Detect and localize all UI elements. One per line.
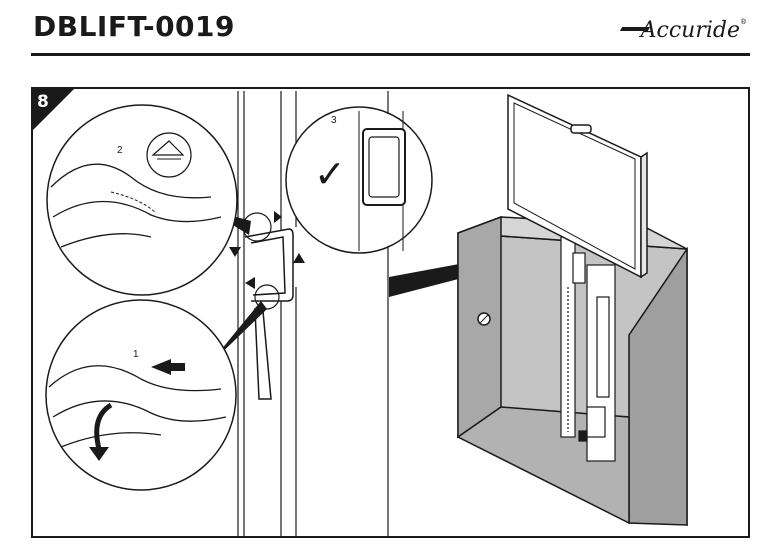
arrow-push-icon [151,359,185,375]
detail-view-1: 1 [45,299,237,491]
camera-icon [570,124,592,134]
callout-2: 2 [117,145,123,156]
detail-view-3: 3 ✓ [285,106,433,254]
checkmark-icon: ✓ [314,152,346,196]
lift-column [560,236,616,462]
step-number: 8 [37,92,49,112]
brand-registered-mark: ® [740,18,747,26]
brand-logo: Accuride® [619,18,747,43]
direction-arrows [229,211,305,289]
step-illustration: 8 2 [31,87,750,538]
document-title: DBLIFT-0019 [33,10,236,43]
callout-3: 3 [331,115,337,126]
header-rule [31,53,750,56]
brand-swoosh-icon [619,27,650,31]
arrow-curve-down-icon [94,402,113,450]
television [507,93,648,279]
detail-view-2: 2 [46,104,238,296]
callout-1: 1 [133,349,139,360]
strap-loop [244,228,294,400]
step-badge [32,88,75,131]
brand-name: Accuride [640,18,740,43]
